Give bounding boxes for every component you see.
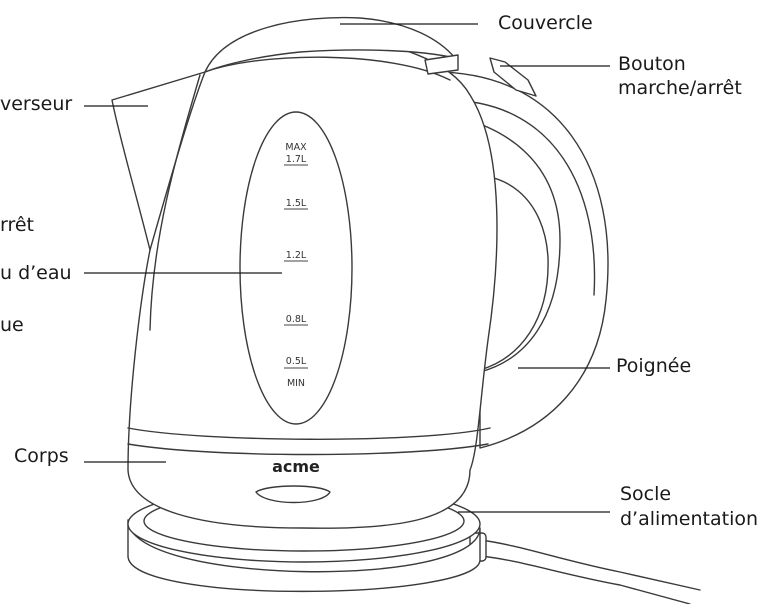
label-socle-line1: Socle	[620, 483, 671, 505]
label-socle-line2: d’alimentation	[620, 508, 758, 530]
label-bouton-line2: marche/arrêt	[618, 77, 742, 99]
water-level-window: MAX 1.7L 1.5L 1.2L 0.8L 0.5L MIN	[239, 111, 353, 425]
label-ue-partial: ue	[0, 314, 24, 336]
scale-mark-2: 1.5L	[286, 198, 307, 209]
label-arret-partial: rrêt	[0, 214, 34, 236]
brand-logo: acme	[272, 457, 320, 476]
label-poignee: Poignée	[616, 355, 691, 377]
label-corps: Corps	[14, 445, 69, 467]
label-couvercle: Couvercle	[498, 12, 593, 34]
scale-mark-3: 1.2L	[286, 250, 307, 261]
scale-mark-1: 1.7L	[286, 154, 307, 165]
label-bouton-line1: Bouton	[618, 53, 686, 75]
leader-lines	[84, 23, 610, 513]
scale-mark-5: 0.5L	[286, 356, 307, 367]
scale-mark-4: 0.8L	[286, 314, 307, 325]
label-niveau-partial: u d’eau	[0, 262, 72, 284]
label-verseur: verseur	[0, 93, 72, 115]
scale-max: MAX	[285, 142, 307, 153]
scale-min: MIN	[287, 378, 305, 389]
